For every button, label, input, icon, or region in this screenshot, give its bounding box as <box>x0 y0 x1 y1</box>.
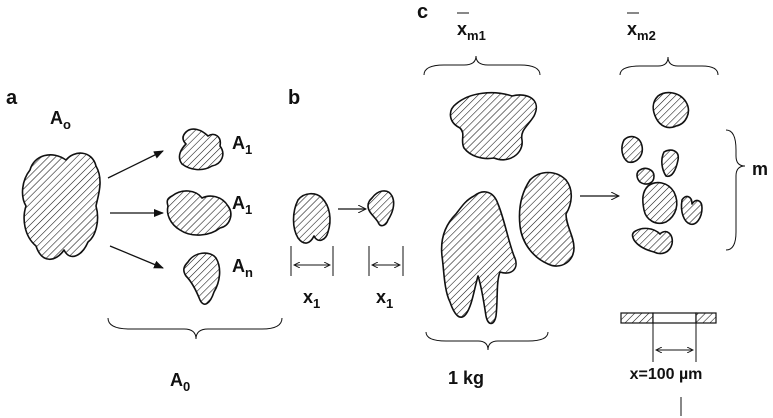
panel-c: c xm1 xm2 m 1 kg x=100 µm <box>417 1 768 416</box>
quantity-label: m <box>752 159 768 179</box>
coarse-particle-1 <box>450 93 536 160</box>
mass-label: 1 kg <box>448 368 484 388</box>
mean-size-label-2: xm2 <box>627 19 656 43</box>
panel-a: a Ao A1 A1 An A0 <box>6 87 282 394</box>
coarse-particle-3 <box>519 173 574 267</box>
fine-particle-5 <box>643 183 677 224</box>
total-area-label: A0 <box>170 370 190 394</box>
panel-a-letter: a <box>6 87 18 109</box>
mass-brace <box>426 332 548 350</box>
particle-before <box>294 194 331 243</box>
quantity-brace <box>726 130 745 250</box>
source-area-label: Ao <box>50 108 71 132</box>
fine-particle-1 <box>653 93 688 128</box>
sieve-mesh-opening <box>653 313 696 323</box>
fragments-brace <box>108 318 282 339</box>
fragment-particle-1 <box>179 129 222 170</box>
fine-particle-7 <box>633 228 673 253</box>
arrow-to-fragment-1 <box>108 151 163 178</box>
source-particle <box>23 153 101 259</box>
fine-particle-3 <box>662 150 678 176</box>
coarse-particle-2 <box>442 192 516 324</box>
sieve-frame-left <box>621 313 653 323</box>
fragment-particle-3 <box>184 253 220 304</box>
fine-particle-6 <box>681 197 702 225</box>
fragment-label-1: A1 <box>232 133 252 157</box>
coarse-brace <box>424 56 540 75</box>
panel-b-letter: b <box>288 87 300 109</box>
fragment-label-2: A1 <box>232 193 252 217</box>
sieve-symbol <box>621 313 716 323</box>
panel-b: b x1 x1 <box>288 87 403 311</box>
fragment-particle-2 <box>167 191 231 235</box>
mean-size-label-1: xm1 <box>457 19 486 43</box>
arrow-to-fragment-3 <box>110 246 163 268</box>
sieve-size-label: x=100 µm <box>630 366 703 383</box>
fragment-label-n: An <box>232 256 253 280</box>
sieve-frame-right <box>696 313 716 323</box>
size-label-after: x1 <box>376 287 393 311</box>
panel-c-letter: c <box>417 1 428 23</box>
fine-particle-4 <box>637 168 654 184</box>
fine-brace <box>620 57 718 75</box>
fine-particle-2 <box>622 137 642 163</box>
size-label-before: x1 <box>303 287 320 311</box>
particle-after <box>368 191 394 226</box>
